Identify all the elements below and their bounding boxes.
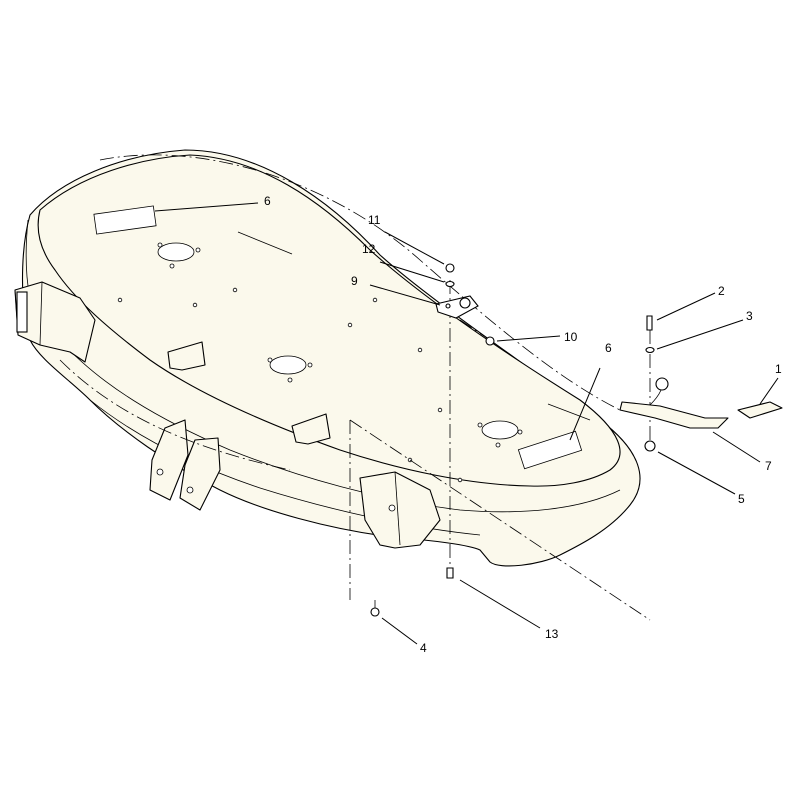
right-hardware <box>370 315 783 617</box>
callout-4: 4 <box>420 641 427 655</box>
ring-item-10 <box>485 336 495 346</box>
center-hardware <box>435 263 495 579</box>
bolt-item-2 <box>646 315 653 331</box>
callout-10: 10 <box>564 330 578 344</box>
nut-item-4 <box>370 607 380 617</box>
callout-2: 2 <box>718 284 725 298</box>
arm-item-7 <box>619 401 729 429</box>
front-hitch-brackets <box>149 419 441 549</box>
decal-front <box>517 430 583 470</box>
washer-item-3 <box>645 346 655 354</box>
decal-rear <box>93 205 157 235</box>
callout-12: 12 <box>362 242 376 256</box>
callout-3: 3 <box>746 309 753 323</box>
callout-7: 7 <box>765 459 772 473</box>
washer-item-12 <box>445 280 455 288</box>
callout-13: 13 <box>545 627 559 641</box>
grip-item-1 <box>737 401 783 419</box>
callout-5: 5 <box>738 492 745 506</box>
callout-1: 1 <box>775 362 782 376</box>
callouts: 1 2 3 4 5 6 6 7 9 10 11 12 13 <box>264 194 782 655</box>
left-mount-bracket <box>14 281 96 363</box>
callout-6-front: 6 <box>605 341 612 355</box>
callout-11: 11 <box>368 213 381 227</box>
nut-item-11 <box>445 263 455 273</box>
callout-6-rear: 6 <box>264 194 271 208</box>
nut-item-5 <box>644 440 656 452</box>
bolt-item-13 <box>446 567 454 579</box>
assembly-lines <box>59 154 651 621</box>
leader-lines <box>154 202 779 645</box>
callout-9: 9 <box>351 274 358 288</box>
deck-features <box>117 231 591 483</box>
deck-top-surface <box>37 154 621 487</box>
deck-front-lip <box>59 339 621 513</box>
